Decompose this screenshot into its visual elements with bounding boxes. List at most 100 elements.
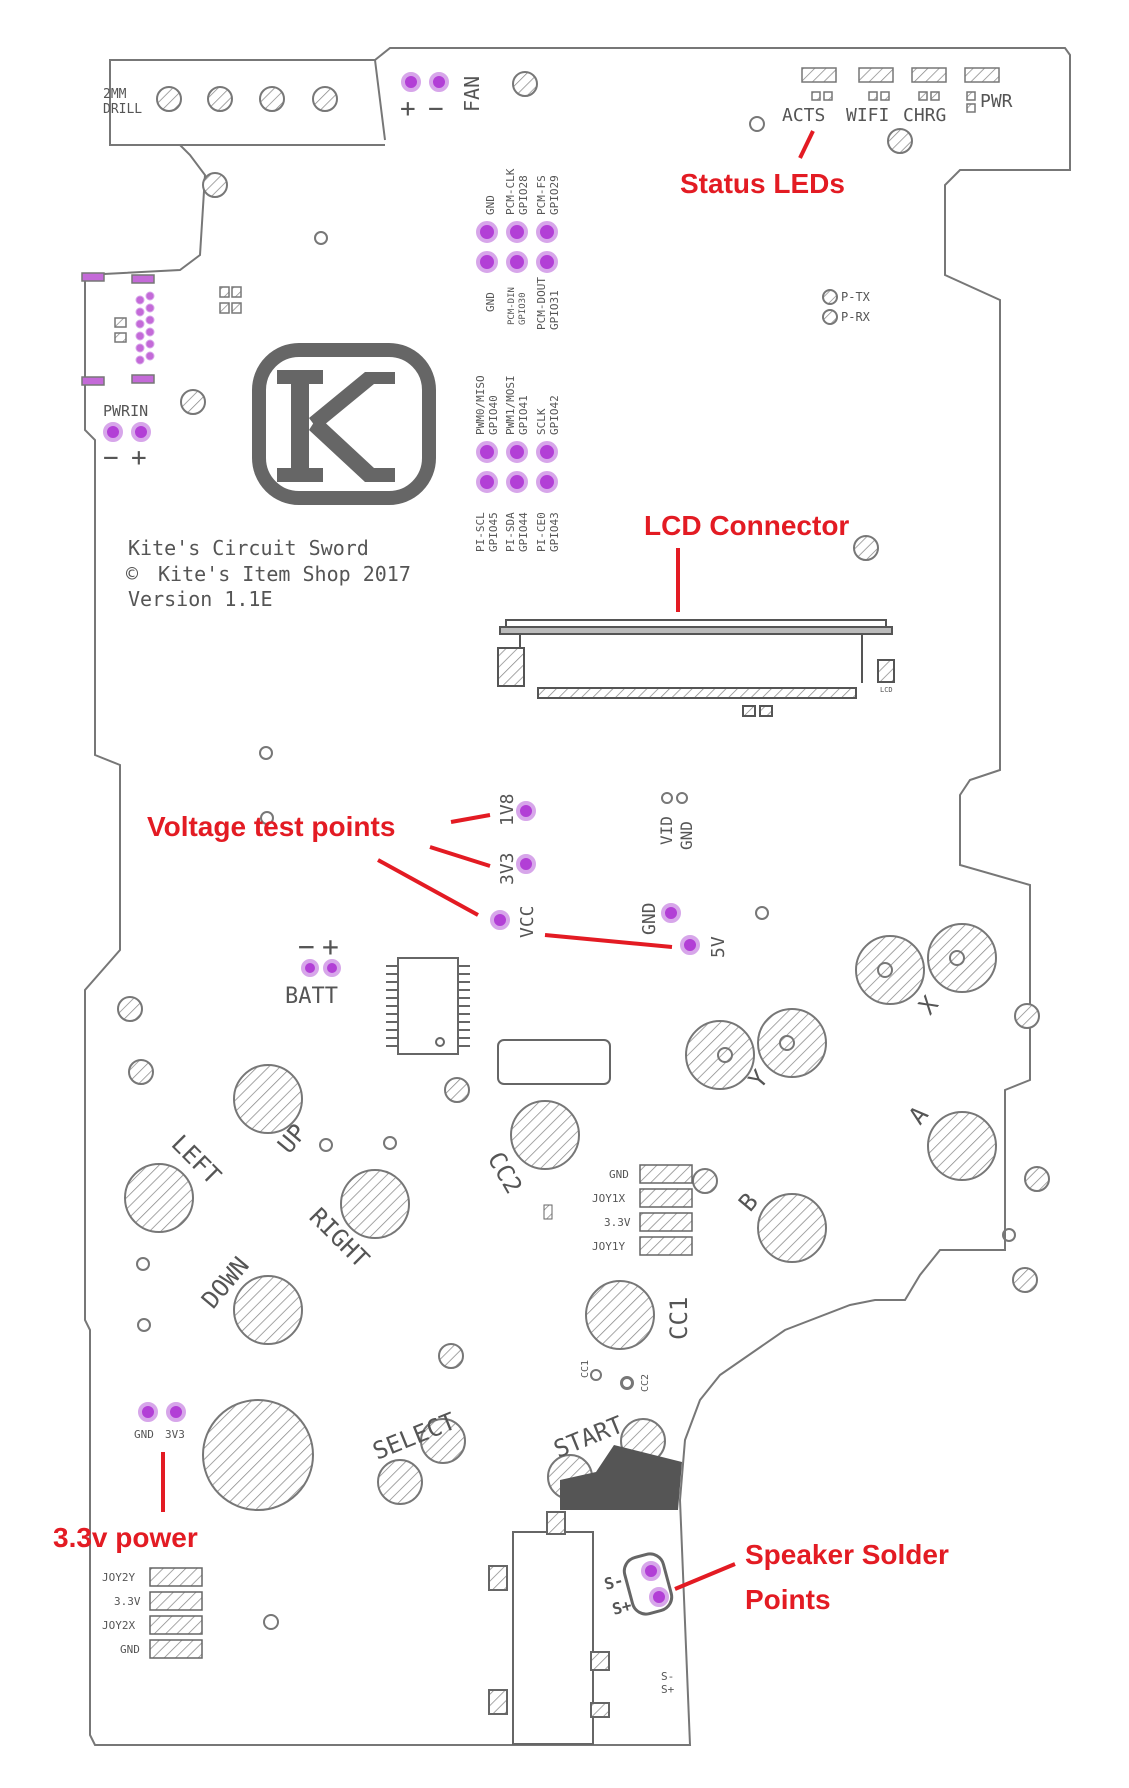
cc2-testpoint xyxy=(621,1377,633,1389)
mount-hole xyxy=(692,1168,718,1194)
header-label-pi-sda: PI-SDA xyxy=(504,512,517,552)
pwrin-minus-sign: − xyxy=(103,443,119,473)
joy1-label-33v: 3.3V xyxy=(604,1216,631,1229)
speaker-annotation-line2: Points xyxy=(745,1584,831,1615)
joy2-label-gnd: GND xyxy=(120,1643,140,1656)
batt-label: BATT xyxy=(285,984,338,1009)
header-label-gpio30: GPIO30 xyxy=(518,292,528,325)
led-label-acts: ACTS xyxy=(782,105,825,126)
header-label-pi-scl: PI-SCL xyxy=(474,512,487,552)
cc1-small-label: CC1 xyxy=(580,1360,591,1378)
usb-connector xyxy=(81,272,242,386)
joy1-label-x: JOY1X xyxy=(592,1192,625,1205)
small-via xyxy=(749,116,765,132)
drill-hole xyxy=(156,86,182,112)
title-line-1: Kite's Circuit Sword xyxy=(128,536,369,560)
header-label-gpio41: GPIO41 xyxy=(517,395,530,435)
vid-testpoint xyxy=(661,792,673,804)
testpoint-1v8 xyxy=(516,801,536,821)
speaker-annotation-line1: Speaker Solder xyxy=(745,1539,949,1570)
fan-label: FAN xyxy=(460,76,484,112)
pwrin-pad-minus xyxy=(103,422,123,442)
header-label-gpio42: GPIO42 xyxy=(548,395,561,435)
vtp-arrow-5v xyxy=(544,933,673,949)
mount-hole xyxy=(853,535,879,561)
cc1-testpoint xyxy=(590,1369,602,1381)
drill-hole xyxy=(259,86,285,112)
header-label-gnd-top: GND xyxy=(484,195,497,215)
power-33-annotation: 3.3v power xyxy=(53,1522,198,1553)
pwrin-plus-sign: + xyxy=(131,443,147,473)
led-label-wifi: WIFI xyxy=(846,105,889,126)
board-tab-line xyxy=(374,59,386,141)
fan-pad-plus xyxy=(401,72,421,92)
joy1-label-gnd: GND xyxy=(609,1168,629,1181)
mount-hole xyxy=(202,172,228,198)
header-label-gpio28: GPIO28 xyxy=(517,175,530,215)
speaker-corner-minus: S- xyxy=(661,1670,674,1683)
batt-pad-plus xyxy=(323,959,341,977)
ptx-label: P-TX xyxy=(841,290,871,304)
joy2-label-33v: 3.3V xyxy=(114,1595,141,1608)
joy2-header xyxy=(149,1567,203,1659)
batt-pad-minus xyxy=(301,959,319,977)
audio-jack xyxy=(488,1511,610,1745)
small-via xyxy=(314,231,328,245)
batt-minus-sign: − xyxy=(298,930,315,963)
joy1-label-y: JOY1Y xyxy=(592,1240,625,1253)
joy1-header xyxy=(639,1164,693,1256)
mount-hole xyxy=(180,389,206,415)
cc2-small-label: CC2 xyxy=(640,1374,651,1392)
vtp-arrow-3v3 xyxy=(429,845,491,868)
dark-component-area xyxy=(560,1445,682,1510)
label-gnd: GND xyxy=(639,902,660,935)
label-vid: VID xyxy=(657,816,676,845)
header-label-gpio40: GPIO40 xyxy=(487,395,500,435)
header-label-gnd-mid: GND xyxy=(484,292,497,312)
header-label-gpio45: GPIO45 xyxy=(487,512,500,552)
drill-hole xyxy=(207,86,233,112)
drill-hole xyxy=(312,86,338,112)
testpoint-gnd xyxy=(661,903,681,923)
testpoint-vcc xyxy=(490,910,510,930)
lcd-connector-annotation: LCD Connector xyxy=(644,510,849,541)
mount-hole xyxy=(117,996,143,1022)
gpio-header-pads xyxy=(476,221,558,493)
header-label-gpio44: GPIO44 xyxy=(517,512,530,552)
small-via xyxy=(259,746,273,760)
led-label-chrg: CHRG xyxy=(903,105,946,126)
status-led-footprints xyxy=(801,67,1000,113)
small-via xyxy=(755,906,769,920)
pwr33-pad-gnd xyxy=(138,1402,158,1422)
header-label-sclk: SCLK xyxy=(535,408,548,435)
testpoint-5v xyxy=(680,935,700,955)
vtp-arrow-1v8 xyxy=(450,813,491,824)
batt-plus-sign: + xyxy=(322,930,339,963)
voltage-test-points-annotation: Voltage test points xyxy=(147,811,395,842)
speaker-pad-minus xyxy=(641,1561,661,1581)
lcd-small-label: LCD xyxy=(880,686,893,694)
header-label-pcm-din: PCM-DIN xyxy=(507,287,517,325)
usb-connector-pins xyxy=(135,291,155,365)
label-a: A xyxy=(903,1100,934,1129)
header-label-pi-ce0: PI-CE0 xyxy=(535,512,548,552)
speaker-pad-frame xyxy=(622,1552,674,1616)
speaker-corner-plus: S+ xyxy=(661,1683,675,1696)
vid-gnd-testpoint xyxy=(676,792,688,804)
mount-hole xyxy=(444,1077,470,1103)
ptx-testpoint xyxy=(822,289,838,305)
header-label-gpio29: GPIO29 xyxy=(548,175,561,215)
vtp-arrow-vcc xyxy=(377,858,479,917)
copyright-symbol: © xyxy=(126,562,139,586)
pwr33-label-gnd: GND xyxy=(134,1428,154,1441)
label-vid-gnd: GND xyxy=(677,821,696,850)
small-via xyxy=(383,1136,397,1150)
pwrin-pad-plus xyxy=(131,422,151,442)
mount-hole xyxy=(512,71,538,97)
mount-hole xyxy=(1024,1166,1050,1192)
button-pads xyxy=(124,923,997,1511)
prx-label: P-RX xyxy=(841,310,871,324)
title-line-2: Kite's Item Shop 2017 xyxy=(158,562,411,586)
speaker-arrow xyxy=(674,1562,736,1591)
small-via xyxy=(260,811,274,825)
